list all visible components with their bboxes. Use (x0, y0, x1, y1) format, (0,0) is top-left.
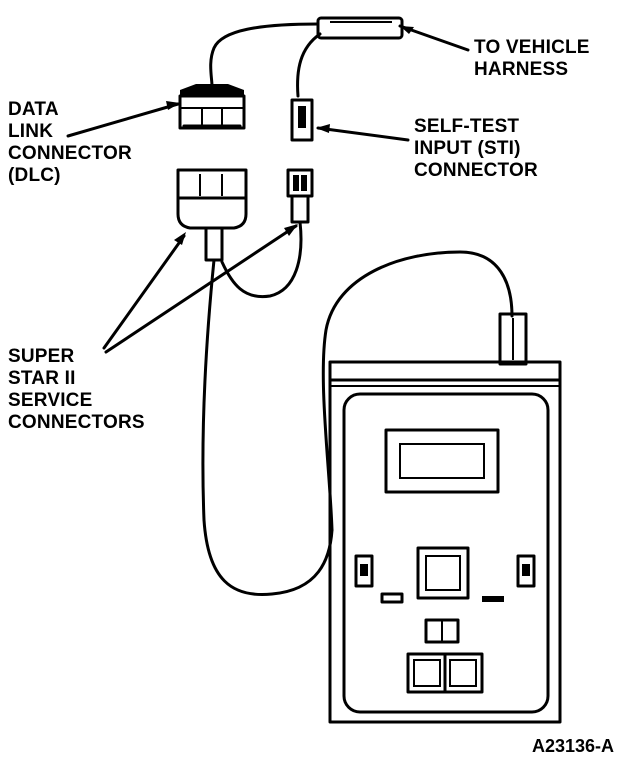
tester-cable-upper (321, 250, 514, 532)
leader-vehicle-harness-arrow (400, 26, 414, 34)
leader-dlc-arrow (166, 101, 180, 110)
label-sti-line: INPUT (STI) (414, 138, 521, 159)
leader-super-star-a-arrow (174, 232, 186, 245)
leader-dlc (66, 102, 180, 138)
harness-cable-to-sti (296, 32, 322, 98)
figure-id: A23136-A (532, 736, 614, 756)
label-data-link-connector: DATA LINK CONNECTOR (DLC) (8, 99, 137, 186)
leader-super-star-b (104, 224, 298, 354)
tester-cable-lower (201, 258, 334, 597)
label-to-vehicle-harness-line: TO VEHICLE (474, 37, 590, 58)
label-dlc-line: CONNECTOR (8, 143, 132, 164)
harness-cable-to-dlc (209, 22, 320, 88)
super-star-ii-sti-connector (286, 168, 314, 224)
label-super-star-line: STAR II (8, 368, 76, 389)
label-super-star-line: SERVICE (8, 390, 92, 411)
label-sti-line: SELF-TEST (414, 116, 519, 137)
label-dlc-line: (DLC) (8, 165, 61, 186)
vehicle-harness-plug (316, 16, 404, 40)
label-dlc-line: DATA (8, 99, 59, 120)
super-star-ii-dlc-connector (176, 168, 248, 262)
label-self-test-input: SELF-TEST INPUT (STI) CONNECTOR (414, 116, 538, 181)
data-link-connector (178, 84, 246, 130)
leader-sti (316, 126, 410, 142)
sti-service-cable (220, 220, 303, 299)
leader-super-star-b-arrow (284, 224, 298, 236)
label-to-vehicle-harness: TO VEHICLE HARNESS (474, 37, 595, 80)
label-sti-line: CONNECTOR (414, 160, 538, 181)
self-test-input-connector (290, 98, 314, 142)
leader-sti-arrow (316, 124, 330, 133)
leader-super-star-a (102, 234, 186, 350)
label-super-star-line: CONNECTORS (8, 412, 145, 433)
label-super-star-ii: SUPER STAR II SERVICE CONNECTORS (8, 346, 145, 433)
label-to-vehicle-harness-line: HARNESS (474, 59, 568, 80)
label-super-star-line: SUPER (8, 346, 75, 367)
label-dlc-line: LINK (8, 121, 53, 142)
tester-unit (328, 312, 562, 724)
